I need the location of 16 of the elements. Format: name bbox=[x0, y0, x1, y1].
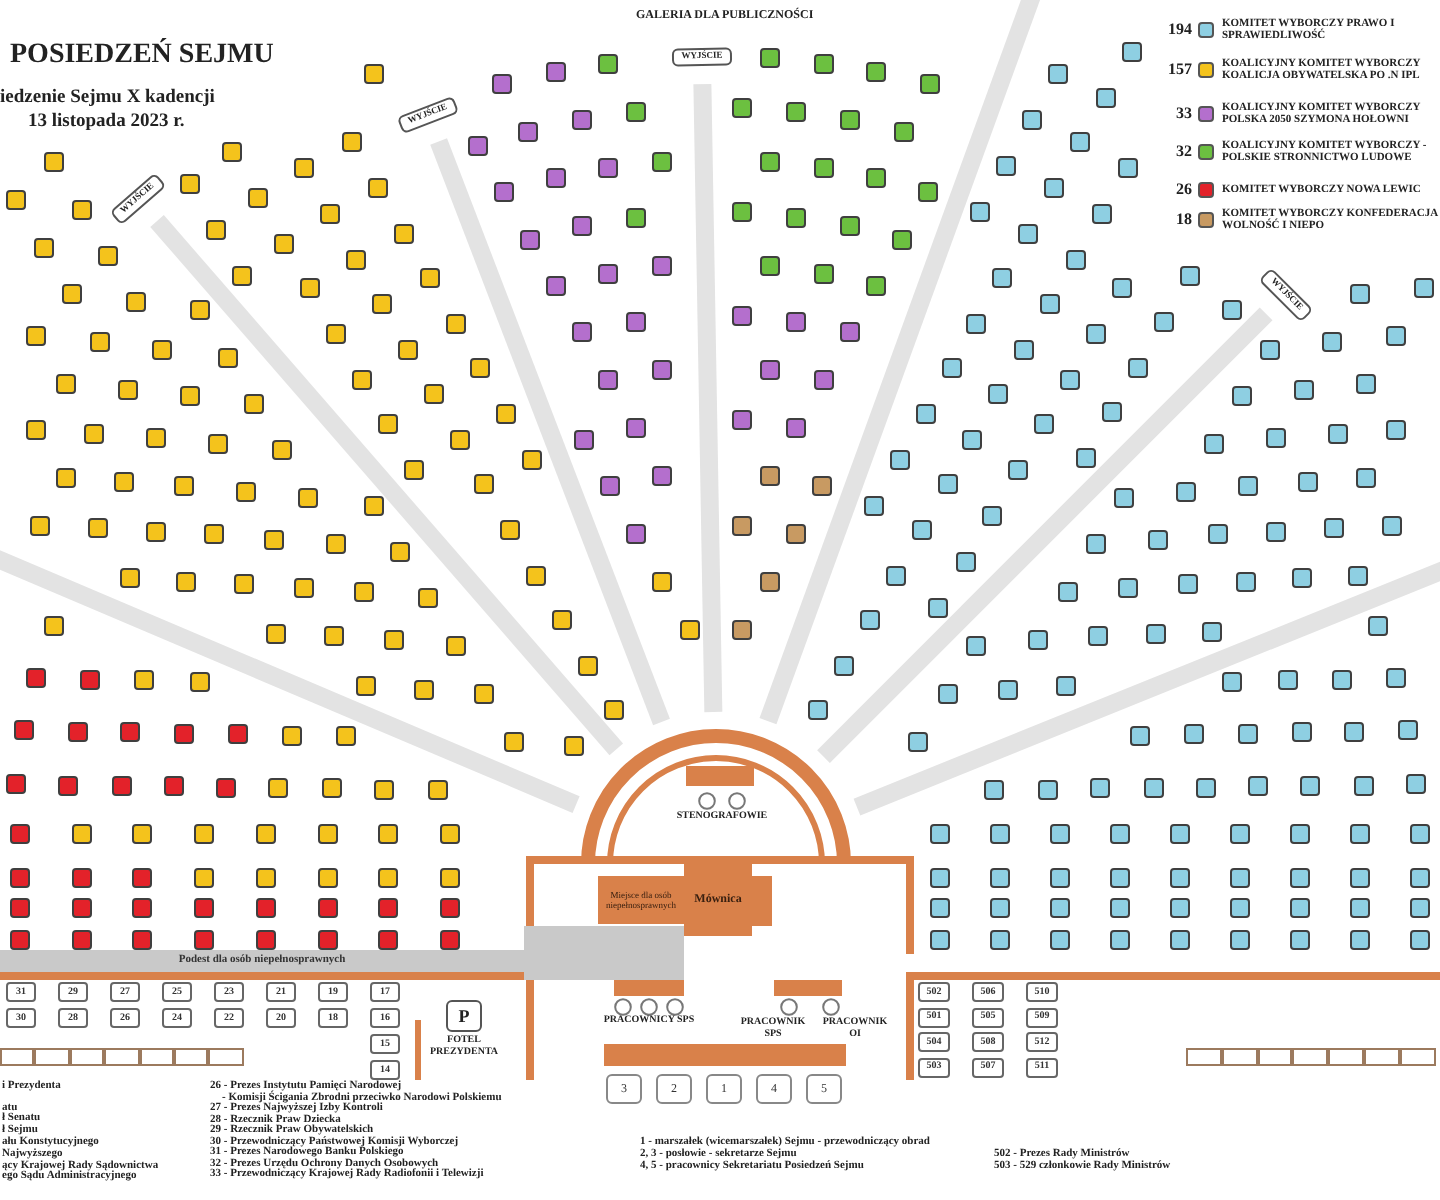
seat-count: 157 bbox=[1166, 62, 1192, 78]
date-text: 13 listopada 2023 r. bbox=[28, 112, 185, 134]
seat-count: 33 bbox=[1174, 106, 1192, 122]
president-chair-tag: P bbox=[446, 1000, 482, 1032]
stenographer-table bbox=[686, 766, 754, 786]
presidium-table bbox=[604, 1044, 846, 1066]
walkway bbox=[524, 926, 684, 980]
title: POSIEDZEŃ SEJMU bbox=[10, 40, 274, 72]
subtitle: iedzenie Sejmu X kadencji bbox=[0, 88, 215, 110]
seat-count: 194 bbox=[1166, 22, 1192, 38]
seat-count: 32 bbox=[1174, 144, 1192, 160]
lectern-side-box bbox=[752, 876, 772, 926]
seat-count: 18 bbox=[1174, 212, 1192, 228]
staff-table bbox=[614, 980, 684, 996]
seat-count: 26 bbox=[1174, 182, 1192, 198]
staff-table bbox=[774, 980, 842, 996]
